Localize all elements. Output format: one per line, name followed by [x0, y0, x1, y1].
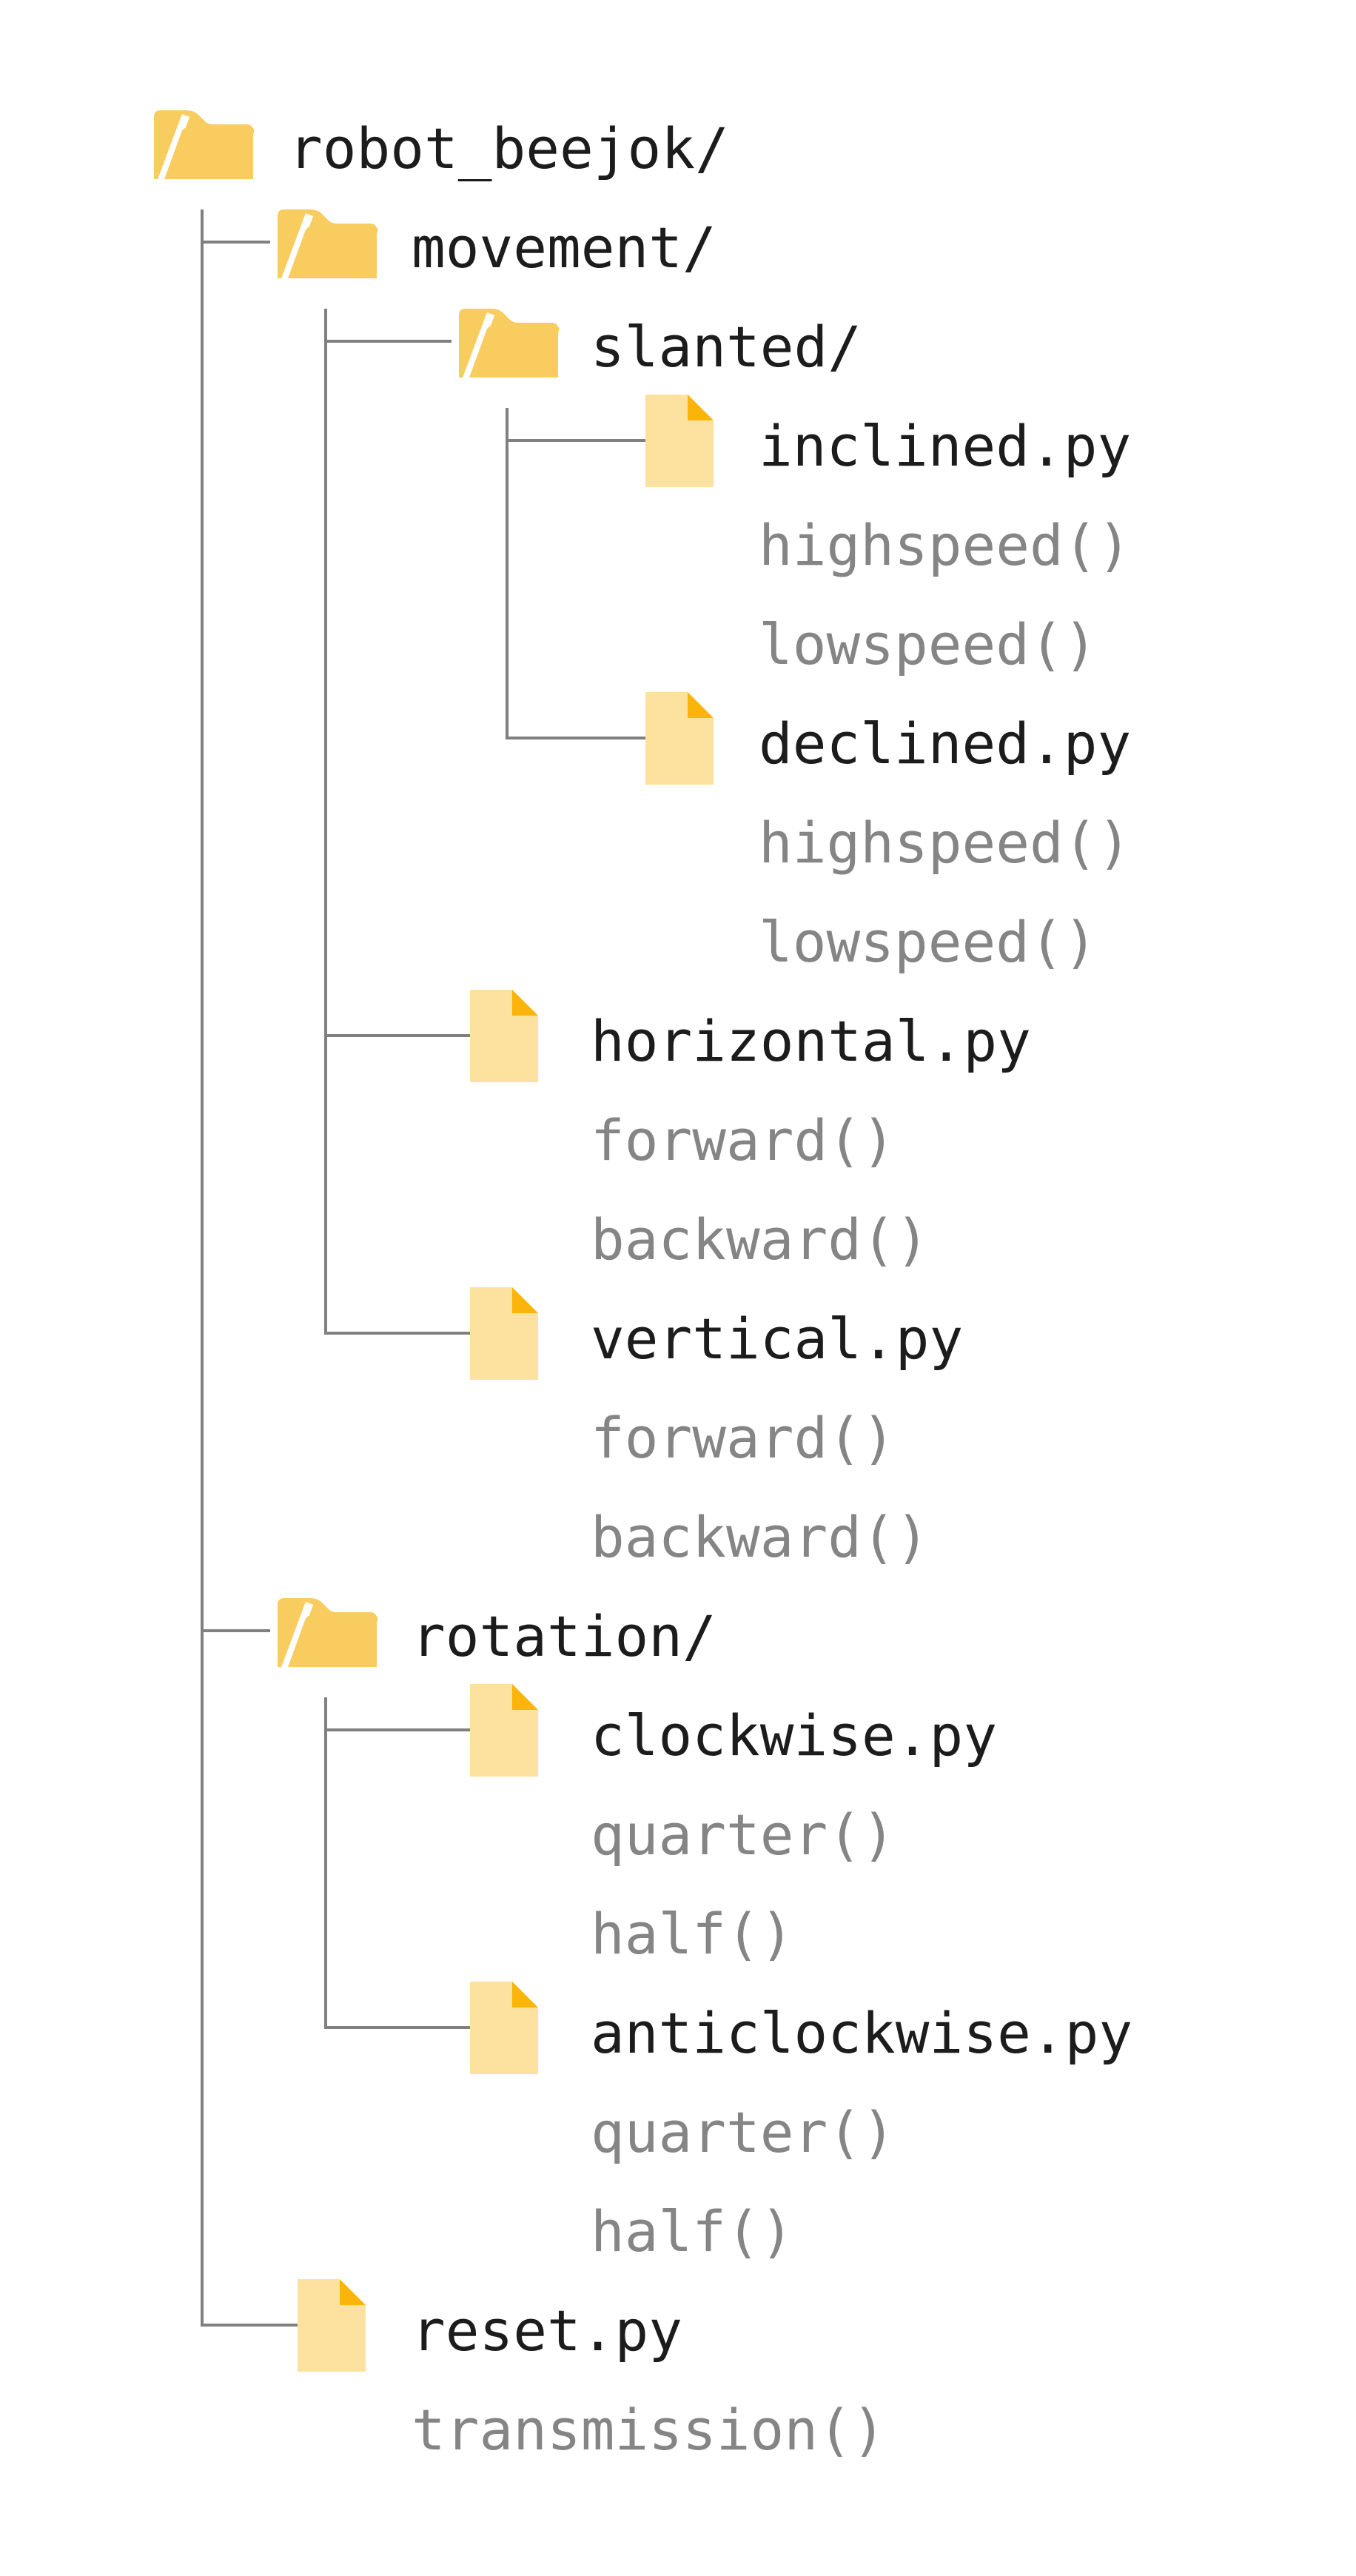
tree-function-row: half() [0, 2176, 1356, 2275]
node-label: declined.py [759, 711, 1132, 777]
file-icon [470, 1287, 538, 1380]
function-label: half() [591, 2198, 794, 2264]
connector-elbow-line [324, 2026, 470, 2029]
connector-elbow-line [506, 737, 645, 739]
tree-function-row: forward() [0, 1383, 1356, 1482]
node-label: reset.py [412, 2298, 683, 2364]
tree-function-row: highspeed() [0, 788, 1356, 887]
connector-elbow-line [324, 1034, 470, 1037]
folder-icon [459, 309, 560, 382]
node-label: vertical.py [591, 1306, 964, 1372]
file-icon [470, 1683, 538, 1777]
function-label: lowspeed() [759, 909, 1098, 975]
tree-node-row: clockwise.py [0, 1680, 1356, 1780]
node-label: inclined.py [759, 413, 1132, 479]
tree-function-row: half() [0, 1879, 1356, 1978]
tree-node-row: reset.py [0, 2275, 1356, 2375]
function-label: half() [591, 1901, 794, 1967]
file-icon [470, 989, 538, 1082]
node-label: slanted/ [591, 314, 862, 380]
tree-function-row: forward() [0, 1085, 1356, 1184]
connector-trunk-line [506, 408, 508, 739]
connector-elbow-line [201, 2324, 298, 2327]
tree-node-row: robot_beejok/ [0, 93, 1356, 192]
file-icon [298, 2278, 366, 2372]
folder-icon [154, 110, 255, 184]
function-label: forward() [591, 1107, 896, 1173]
function-label: quarter() [591, 1802, 896, 1868]
tree-function-row: transmission() [0, 2375, 1356, 2474]
file-icon [645, 691, 714, 785]
function-label: lowspeed() [759, 611, 1098, 677]
tree-node-row: slanted/ [0, 292, 1356, 391]
tree-function-row: backward() [0, 1482, 1356, 1581]
function-label: highspeed() [759, 512, 1132, 578]
node-label: rotation/ [412, 1603, 716, 1669]
function-label: forward() [591, 1405, 896, 1471]
tree-function-row: quarter() [0, 1780, 1356, 1879]
tree-node-row: anticlockwise.py [0, 1978, 1356, 2077]
tree-function-row: quarter() [0, 2077, 1356, 2176]
tree-node-row: horizontal.py [0, 986, 1356, 1085]
function-label: backward() [591, 1207, 930, 1272]
tree-node-row: movement/ [0, 192, 1356, 292]
tree-node-row: rotation/ [0, 1581, 1356, 1680]
node-label: movement/ [412, 215, 716, 281]
tree-function-row: highspeed() [0, 490, 1356, 589]
node-label: robot_beejok/ [289, 115, 729, 181]
folder-icon [278, 1598, 378, 1671]
folder-icon [278, 209, 378, 283]
tree-function-row: backward() [0, 1184, 1356, 1284]
tree-node-row: vertical.py [0, 1284, 1356, 1383]
node-label: anticlockwise.py [591, 2000, 1133, 2066]
file-icon [470, 1981, 538, 2074]
connector-trunk-line [324, 309, 327, 1335]
function-label: quarter() [591, 2099, 896, 2165]
function-label: transmission() [412, 2397, 886, 2463]
connector-trunk-line [201, 209, 204, 2327]
tree-node-row: declined.py [0, 688, 1356, 788]
file-icon [645, 394, 714, 487]
function-label: highspeed() [759, 810, 1132, 876]
node-label: clockwise.py [591, 1703, 998, 1768]
connector-elbow-line [324, 1728, 470, 1731]
node-label: horizontal.py [591, 1008, 1031, 1074]
tree-node-row: inclined.py [0, 391, 1356, 490]
connector-elbow-line [201, 241, 270, 244]
function-label: backward() [591, 1504, 930, 1570]
connector-elbow-line [506, 439, 645, 442]
connector-elbow-line [324, 1332, 470, 1335]
connector-elbow-line [201, 1629, 270, 1632]
tree-function-row: lowspeed() [0, 887, 1356, 986]
connector-elbow-line [324, 340, 452, 343]
connector-trunk-line [324, 1697, 327, 2029]
tree-function-row: lowspeed() [0, 589, 1356, 688]
